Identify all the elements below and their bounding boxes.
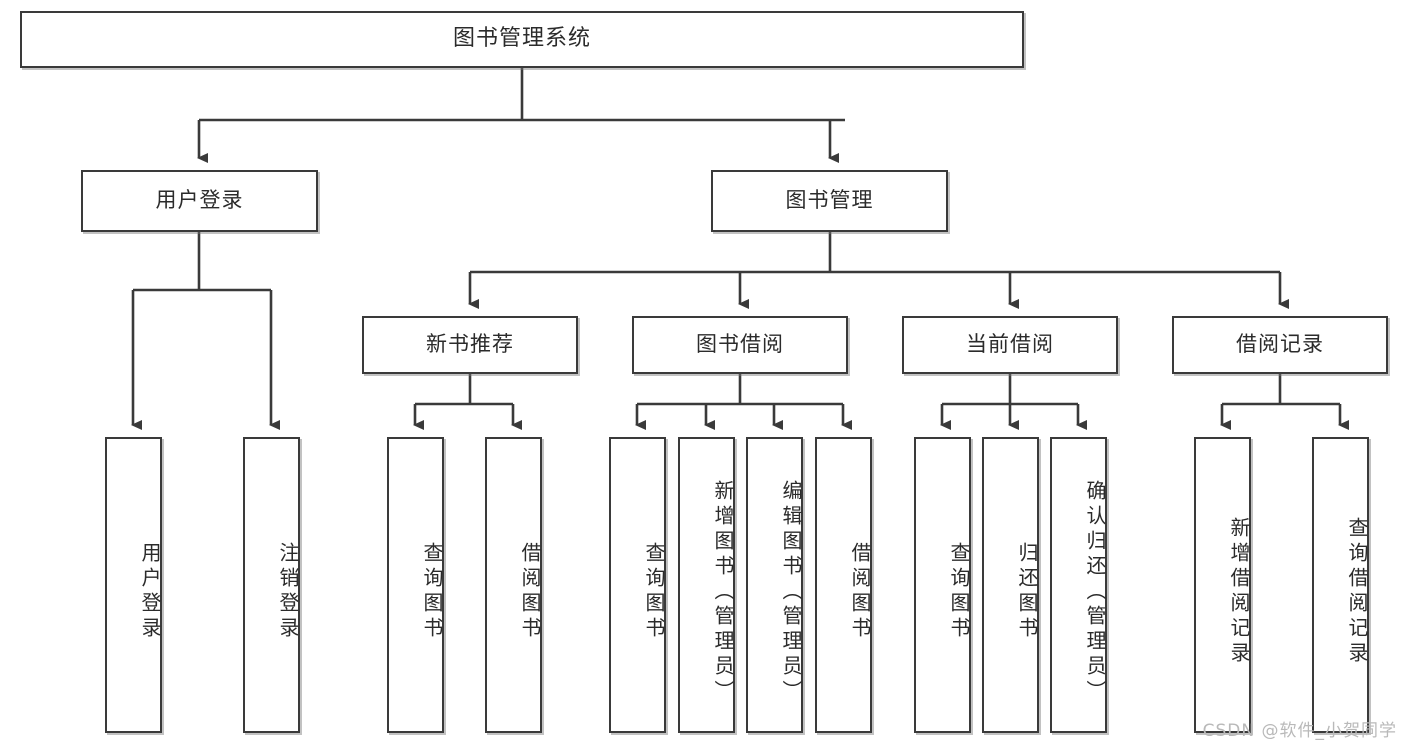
node-book-management[interactable]: 图书管理: [711, 170, 948, 232]
leaf-borrow-record-query[interactable]: 查询借阅记录: [1312, 437, 1369, 733]
csdn-watermark: CSDN @软件_小贺同学: [1202, 721, 1397, 741]
leaf-book-borrow-add[interactable]: 新增图书（管理员）: [678, 437, 735, 733]
node-label: 当前借阅: [966, 332, 1054, 357]
node-label: 确认归还（管理员）: [1083, 479, 1107, 705]
node-label: 查询图书: [642, 542, 666, 642]
leaf-borrow-record-add[interactable]: 新增借阅记录: [1194, 437, 1251, 733]
leaf-book-borrow-borrow[interactable]: 借阅图书: [815, 437, 872, 733]
node-label: 归还图书: [1015, 542, 1039, 642]
node-new-book-recommend[interactable]: 新书推荐: [362, 316, 578, 374]
node-label: 图书管理系统: [452, 26, 591, 52]
node-label: 查询图书: [947, 542, 971, 642]
node-label: 图书借阅: [696, 332, 784, 357]
node-borrow-record[interactable]: 借阅记录: [1172, 316, 1388, 374]
node-label: 注销登录: [276, 542, 300, 642]
node-label: 借阅图书: [518, 542, 542, 642]
leaf-new-book-query[interactable]: 查询图书: [387, 437, 444, 733]
leaf-current-borrow-return[interactable]: 归还图书: [982, 437, 1039, 733]
leaf-user-login-logout[interactable]: 注销登录: [243, 437, 300, 733]
node-current-borrow[interactable]: 当前借阅: [902, 316, 1118, 374]
leaf-book-borrow-edit[interactable]: 编辑图书（管理员）: [746, 437, 803, 733]
node-root-system[interactable]: 图书管理系统: [20, 11, 1024, 68]
node-label: 借阅图书: [848, 542, 872, 642]
node-label: 用户登录: [138, 542, 162, 642]
node-label: 新书推荐: [426, 332, 514, 357]
node-label: 编辑图书（管理员）: [779, 479, 803, 705]
leaf-book-borrow-query[interactable]: 查询图书: [609, 437, 666, 733]
node-book-borrow[interactable]: 图书借阅: [632, 316, 848, 374]
leaf-current-borrow-query[interactable]: 查询图书: [914, 437, 971, 733]
node-label: 用户登录: [155, 188, 244, 213]
node-label: 查询图书: [420, 542, 444, 642]
leaf-current-borrow-confirm-return[interactable]: 确认归还（管理员）: [1050, 437, 1107, 733]
node-label: 借阅记录: [1236, 332, 1324, 357]
leaf-user-login-login[interactable]: 用户登录: [105, 437, 162, 733]
node-label: 图书管理: [785, 188, 874, 213]
node-label: 查询借阅记录: [1345, 517, 1369, 667]
node-label: 新增借阅记录: [1227, 517, 1251, 667]
node-user-login[interactable]: 用户登录: [81, 170, 318, 232]
leaf-new-book-borrow[interactable]: 借阅图书: [485, 437, 542, 733]
node-label: 新增图书（管理员）: [711, 479, 735, 705]
